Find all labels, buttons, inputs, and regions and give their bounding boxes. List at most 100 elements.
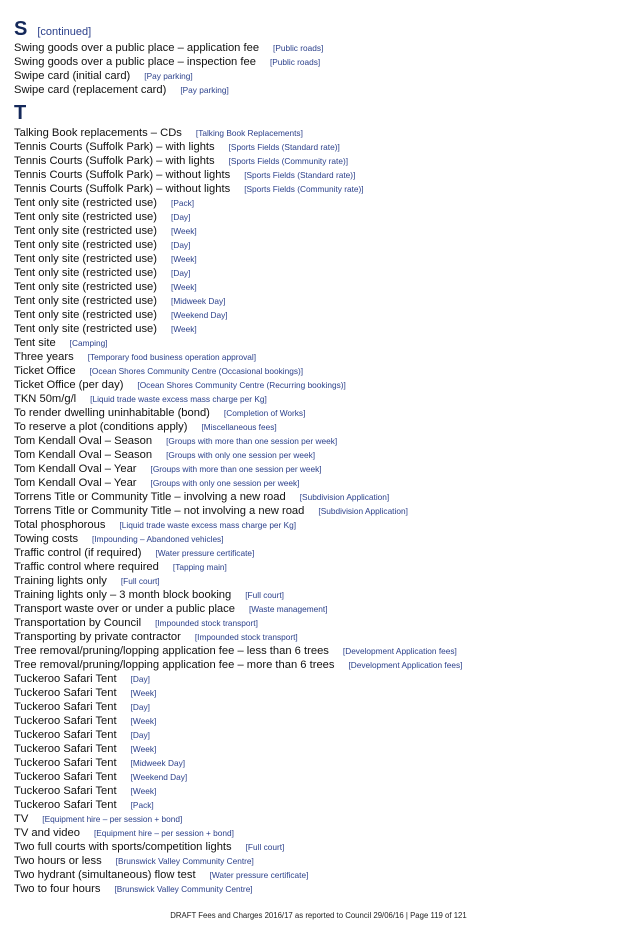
fee-entry: Tuckeroo Safari Tent[Week] [14,713,627,727]
fee-entry: Swing goods over a public place – inspec… [14,54,627,68]
fee-label: Tom Kendall Oval – Season [14,449,153,461]
fee-label: Tuckeroo Safari Tent [14,771,117,783]
fee-category: [Liquid trade waste excess mass charge p… [119,520,297,530]
fee-label: TV and video [14,827,80,839]
fee-category: [Week] [130,688,157,698]
fee-label: Tuckeroo Safari Tent [14,785,117,797]
fee-entry: Ticket Office (per day) [Ocean Shores Com… [14,377,627,391]
fee-category: [Day] [130,730,150,740]
fee-entry: Tennis Courts (Suffolk Park) – with ligh… [14,139,627,153]
fee-label: Tent only site (restricted use) [14,225,158,237]
fee-category: [Subdivision Application] [318,506,408,516]
fee-entry: Transporting by private contractor[Impou… [14,629,627,643]
fee-label: Traffic control where required [14,561,159,573]
fee-entry: To render dwelling uninhabitable (bond)[… [14,405,627,419]
fee-label: Swipe card (initial card) [14,70,131,82]
fee-entry: Transport waste over or under a public p… [14,601,627,615]
fee-category: [Temporary food business operation appro… [87,352,257,362]
fee-category: [Water pressure certificate] [209,870,309,880]
fee-label: Training lights only [14,575,107,587]
fee-category: [Week] [171,254,197,264]
fee-entry: Tuckeroo Safari Tent[Pack] [14,797,627,811]
fee-label: Tuckeroo Safari Tent [14,673,117,685]
fee-label: Tom Kendall Oval – Year [14,477,137,489]
section-heading-t: T [14,103,26,123]
fee-entry: Talking Book replacements – CDs [Talking … [14,125,627,139]
fee-entry: Tennis Courts (Suffolk Park) – without l… [14,181,627,195]
fee-entry: Torrens Title or Community Title – invol… [14,489,627,503]
fee-category: [Public roads] [269,57,321,67]
fee-category: [Day] [130,702,150,712]
fee-category: [Full court] [120,576,160,586]
fee-category: [Subdivision Application] [299,492,390,502]
fee-category: [Camping] [69,338,108,348]
fee-category: [Day] [130,674,150,684]
fee-label: TKN 50m/g/l [14,393,77,405]
fee-category: [Day] [171,212,191,222]
fee-entry: Tent only site (restricted use)[Day] [14,265,627,279]
fee-label: Tuckeroo Safari Tent [14,799,117,811]
fee-entry: Tom Kendall Oval – Year[Groups with more… [14,461,627,475]
fee-label: Tent site [14,337,56,349]
entry-list-s: Swing goods over a public place – applic… [14,40,627,96]
fee-category: [Full court] [245,842,285,852]
fee-label: TV [14,813,29,825]
fee-label: Tent only site (restricted use) [14,239,158,251]
fee-entry: Towing costs [Impounding – Abandoned vehi… [14,531,627,545]
fee-entry: Tom Kendall Oval – Season [Groups with mo… [14,433,627,447]
fee-label: Two hours or less [14,855,102,867]
fee-entry: TV and video [Equipment hire – per sessio… [14,825,627,839]
fee-entry: Two hours or less [Brunswick Valley Commu… [14,853,627,867]
fee-entry: Swipe card (replacement card)[Pay parkin… [14,82,627,96]
fee-label: Training lights only – 3 month block boo… [14,589,232,601]
fee-category: [Pay parking] [144,71,193,81]
fee-label: Talking Book replacements – CDs [14,127,182,139]
fee-label: To reserve a plot (conditions apply) [14,421,188,433]
fee-label: Tree removal/pruning/lopping application… [14,659,335,671]
fee-label: Tuckeroo Safari Tent [14,757,117,769]
fee-entry: Tuckeroo Safari Tent [Day] [14,727,627,741]
fee-entry: Tom Kendall Oval – Season[Groups with on… [14,447,627,461]
fee-category: [Tapping main] [172,562,227,572]
page-footer: DRAFT Fees and Charges 2016/17 as report… [170,911,467,920]
fee-label: Transport waste over or under a public p… [14,603,235,615]
fee-entry: Tuckeroo Safari Tent[Week] [14,741,627,755]
fee-label: Tom Kendall Oval – Season [14,435,153,447]
section-heading-s: S [continued] [14,19,91,39]
fee-entry: Tuckeroo Safari Tent[Weekend Day] [14,769,627,783]
fee-label: Ticket Office (per day) [14,379,124,391]
fee-label: Tennis Courts (Suffolk Park) – with ligh… [14,141,215,153]
fee-label: Two full courts with sports/competition … [14,841,232,853]
fee-entry: Swipe card (initial card) [Pay parking] [14,68,627,82]
fee-category: [Pack] [171,198,195,208]
fee-label: Torrens Title or Community Title – not i… [14,505,305,517]
fee-label: Torrens Title or Community Title – invol… [14,491,286,503]
fee-category: [Ocean Shores Community Centre (Recurrin… [137,380,346,390]
fee-entry: Tuckeroo Safari Tent[Week] [14,783,627,797]
fee-category: [Groups with only one session per week] [150,478,300,488]
fee-category: [Groups with more than one session per w… [166,436,338,446]
fee-label: Traffic control (if required) [14,547,142,559]
fee-entry: Tent only site (restricted use)[Pack] [14,195,627,209]
fee-category: [Waste management] [248,604,328,614]
fee-entry: Tent only site (restricted use)[Week] [14,279,627,293]
fee-category: [Talking Book Replacements] [195,128,303,138]
fee-category: [Equipment hire – per session + bond] [93,828,234,838]
fee-label: Tent only site (restricted use) [14,267,158,279]
continued-label: [continued] [37,26,92,38]
fee-label: Tuckeroo Safari Tent [14,729,117,741]
fee-entry: Training lights only [Full court] [14,573,627,587]
fee-category: [Impounding – Abandoned vehicles] [92,534,224,544]
fee-entry: Tent only site (restricted use)[Week] [14,251,627,265]
fee-label: Tennis Courts (Suffolk Park) – without l… [14,183,231,195]
fee-label: Swipe card (replacement card) [14,84,167,96]
fee-label: Tom Kendall Oval – Year [14,463,137,475]
fee-category: [Development Application fees] [342,646,457,656]
fee-label: Tennis Courts (Suffolk Park) – with ligh… [14,155,215,167]
fee-label: Towing costs [14,533,79,545]
fee-entry: Traffic control (if required)[Water pres… [14,545,627,559]
fee-category: [Brunswick Valley Community Centre] [115,856,254,866]
fee-entry: Tennis Courts (Suffolk Park) – without l… [14,167,627,181]
fee-entry: Two to four hours[Brunswick Valley Commu… [14,881,627,895]
section-letter: S [14,18,28,40]
